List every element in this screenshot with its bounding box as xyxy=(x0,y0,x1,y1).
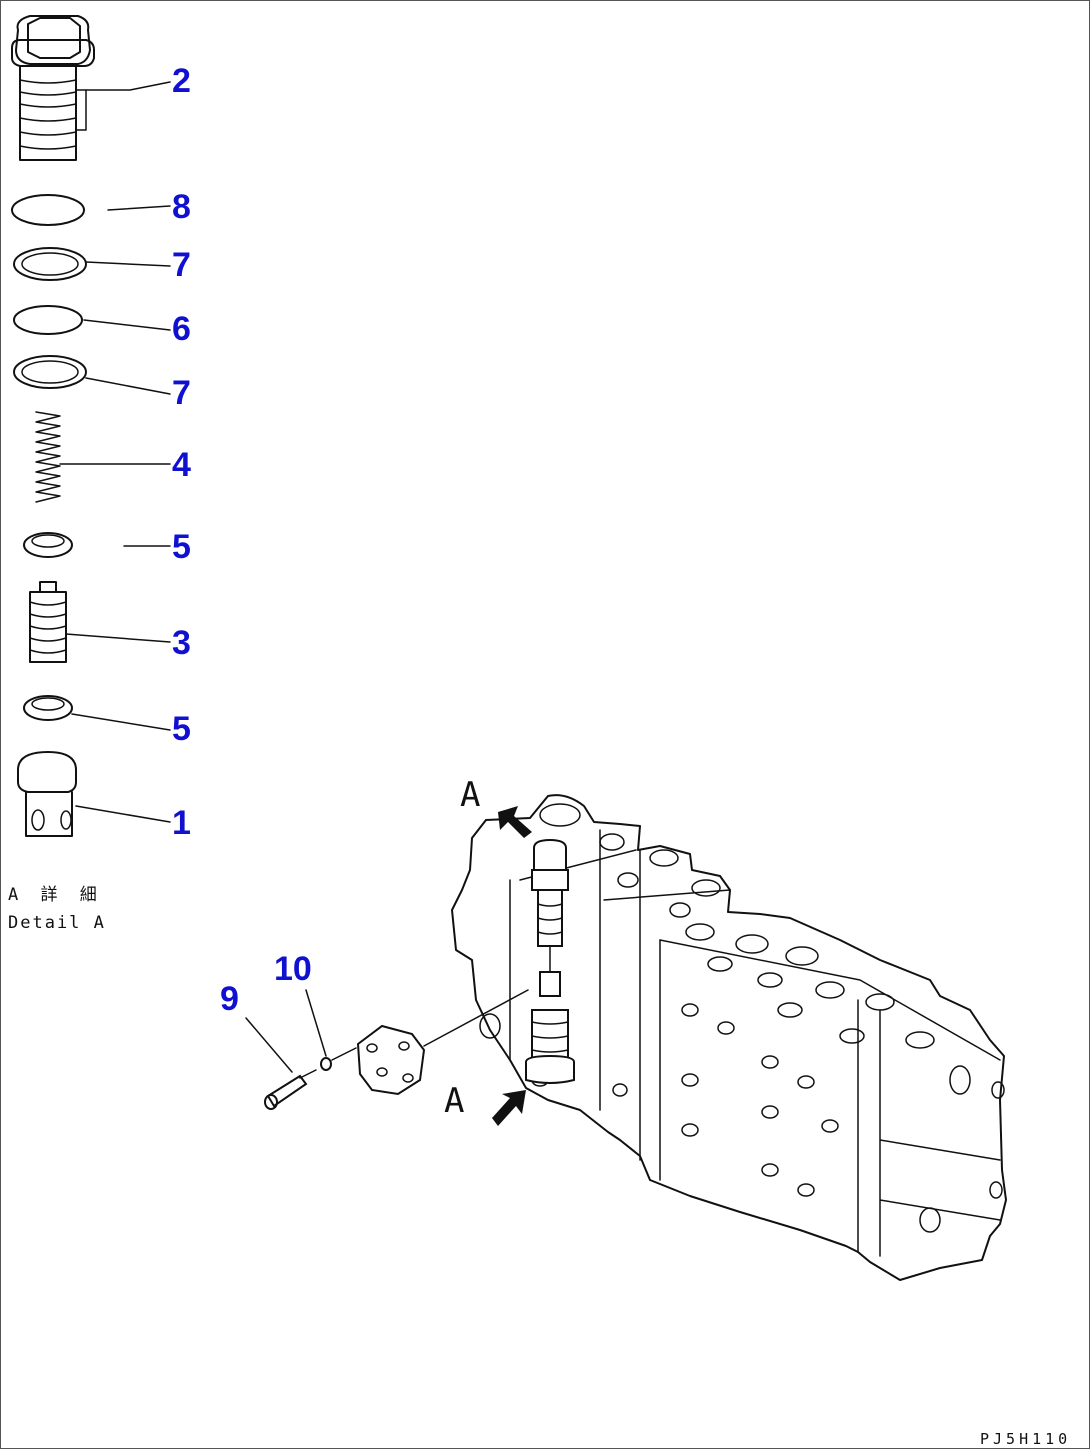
view-marker-a-lower: A xyxy=(444,1081,464,1121)
callout-3: 3 xyxy=(172,624,191,662)
control-valve-body xyxy=(451,794,1007,1281)
valve-cover-flange xyxy=(356,989,529,1096)
view-arrow-lower xyxy=(492,1090,526,1126)
part-9-bolt xyxy=(264,1069,317,1110)
callout-2: 2 xyxy=(172,62,191,100)
callout-5-lower: 5 xyxy=(172,710,191,748)
part-7-backup-ring-upper xyxy=(13,247,87,281)
callout-10: 10 xyxy=(274,950,312,988)
drawing-code: PJ5H110 xyxy=(980,1430,1071,1448)
view-marker-a-upper: A xyxy=(460,775,480,815)
callout-9: 9 xyxy=(220,980,239,1018)
callout-4: 4 xyxy=(172,446,191,484)
part-5-seat-lower xyxy=(23,695,73,721)
part-6-o-ring xyxy=(13,305,83,335)
view-arrow-upper xyxy=(498,806,532,838)
callout-7-lower: 7 xyxy=(172,374,191,412)
part-10-washer xyxy=(320,1047,357,1071)
part-5-seat-upper xyxy=(23,532,73,558)
leader-lines-detail xyxy=(59,81,171,823)
detail-label-japanese: A 詳 細 xyxy=(8,885,103,905)
part-2-plug xyxy=(11,15,95,161)
part-7-backup-ring-lower xyxy=(13,355,87,389)
leader-lines-assembly xyxy=(245,989,327,1073)
part-4-spring xyxy=(35,411,61,503)
callout-1: 1 xyxy=(172,804,191,842)
part-1-valve-body xyxy=(17,751,77,837)
part-3-poppet xyxy=(29,581,67,663)
port-bosses xyxy=(479,803,1005,1233)
callout-7-upper: 7 xyxy=(172,246,191,284)
installed-valve xyxy=(525,838,575,1084)
detail-label-english: Detail A xyxy=(8,913,106,933)
callout-8: 8 xyxy=(172,188,191,226)
callout-6: 6 xyxy=(172,310,191,348)
callout-5-upper: 5 xyxy=(172,528,191,566)
part-8-o-ring xyxy=(11,194,85,226)
